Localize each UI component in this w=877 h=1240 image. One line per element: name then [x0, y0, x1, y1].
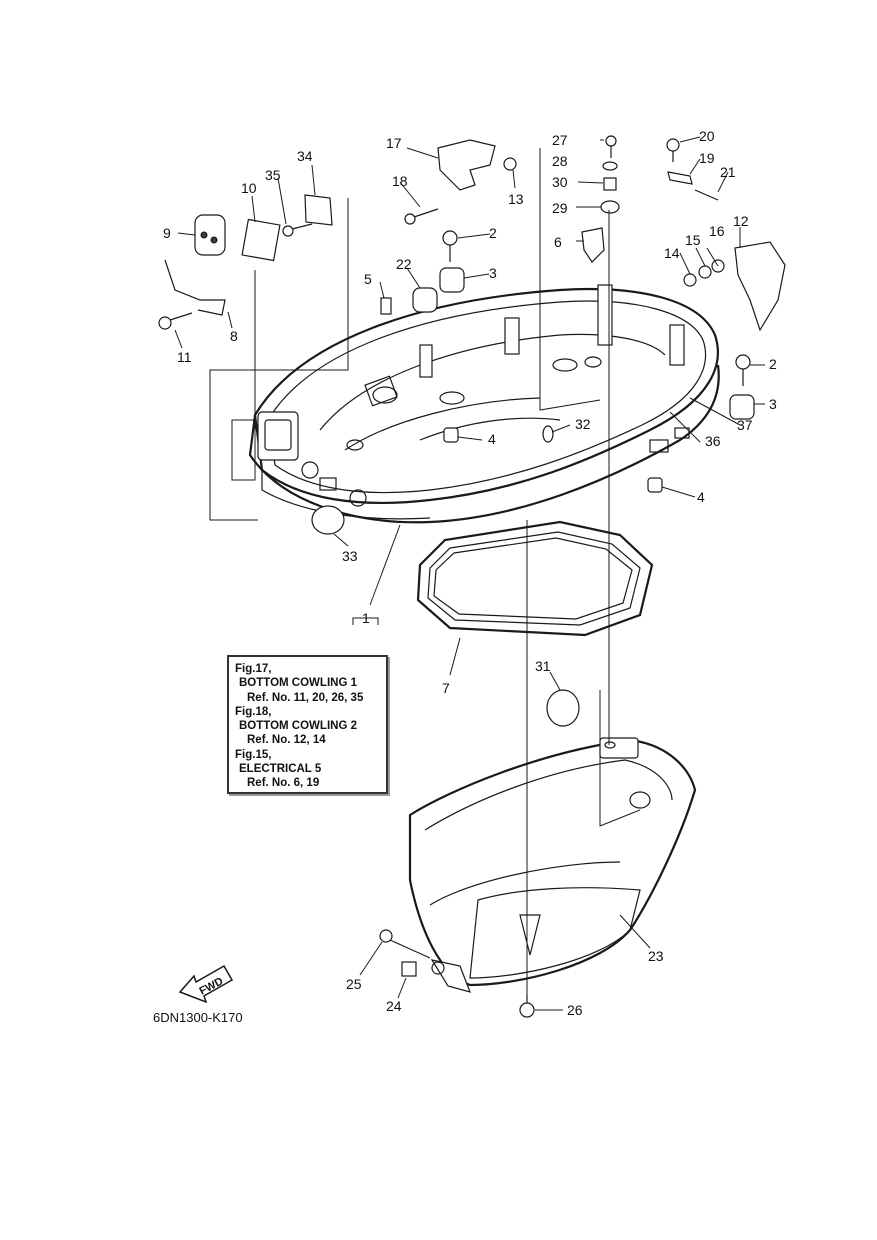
ref-line: Ref. No. 11, 20, 26, 35	[247, 691, 364, 704]
callout-19: 19	[699, 150, 715, 166]
callout-23: 23	[648, 948, 664, 964]
callout-15: 15	[685, 232, 701, 248]
callout-37: 37	[737, 417, 753, 433]
callout-17: 17	[386, 135, 402, 151]
ref-line: BOTTOM COWLING 1	[239, 677, 357, 690]
callout-29: 29	[552, 200, 568, 216]
small-parts	[158, 135, 786, 1018]
ref-line: Fig.18,	[235, 705, 272, 718]
callout-11: 11	[177, 349, 192, 365]
callout-8: 8	[230, 328, 238, 344]
callout-18: 18	[392, 173, 408, 189]
ref-line: Ref. No. 6, 19	[247, 777, 320, 790]
callout-7: 7	[442, 680, 450, 696]
callout-6: 6	[554, 234, 562, 250]
leader-lines	[174, 136, 765, 1011]
callout-25: 25	[346, 976, 362, 992]
callout-3: 3	[769, 396, 777, 412]
ref-line: Ref. No. 12, 14	[247, 734, 326, 747]
callout-3: 3	[489, 265, 497, 281]
callout-5: 5	[364, 271, 372, 287]
callout-4: 4	[488, 431, 496, 447]
ref-line: ELECTRICAL 5	[239, 763, 322, 776]
callout-4: 4	[697, 489, 705, 505]
callout-27: 27	[552, 132, 568, 148]
callout-26: 26	[567, 1002, 583, 1018]
figure-reference-box: Fig.17, BOTTOM COWLING 1 Ref. No. 11, 20…	[227, 655, 388, 794]
callout-28: 28	[552, 153, 568, 169]
callout-36: 36	[705, 433, 721, 449]
callout-12: 12	[733, 213, 749, 229]
callout-21: 21	[720, 164, 736, 180]
ref-line: Fig.17,	[235, 663, 272, 675]
diagram-code: 6DN1300-K170	[153, 1010, 243, 1025]
callout-32: 32	[575, 416, 591, 432]
callout-14: 14	[664, 245, 680, 261]
callout-20: 20	[699, 128, 715, 144]
callout-labels: 1 2 2 3 3 4 4 5 6 7 8 9 10 11 12 13 14 1…	[163, 128, 777, 1018]
callout-2: 2	[769, 356, 777, 372]
callout-13: 13	[508, 191, 524, 207]
callout-34: 34	[297, 148, 313, 164]
fwd-arrow-icon: FWD	[178, 964, 234, 1004]
callout-1: 1	[362, 610, 370, 626]
callout-2: 2	[489, 225, 497, 241]
ref-line: Fig.15,	[235, 748, 272, 761]
callout-16: 16	[709, 223, 725, 239]
callout-10: 10	[241, 180, 257, 196]
callout-24: 24	[386, 998, 402, 1014]
callout-35: 35	[265, 167, 281, 183]
callout-22: 22	[396, 256, 412, 272]
gasket	[416, 520, 654, 637]
callout-33: 33	[342, 548, 358, 564]
callout-30: 30	[552, 174, 568, 190]
ref-line: BOTTOM COWLING 2	[239, 720, 357, 733]
callout-31: 31	[535, 658, 551, 674]
callout-9: 9	[163, 225, 171, 241]
